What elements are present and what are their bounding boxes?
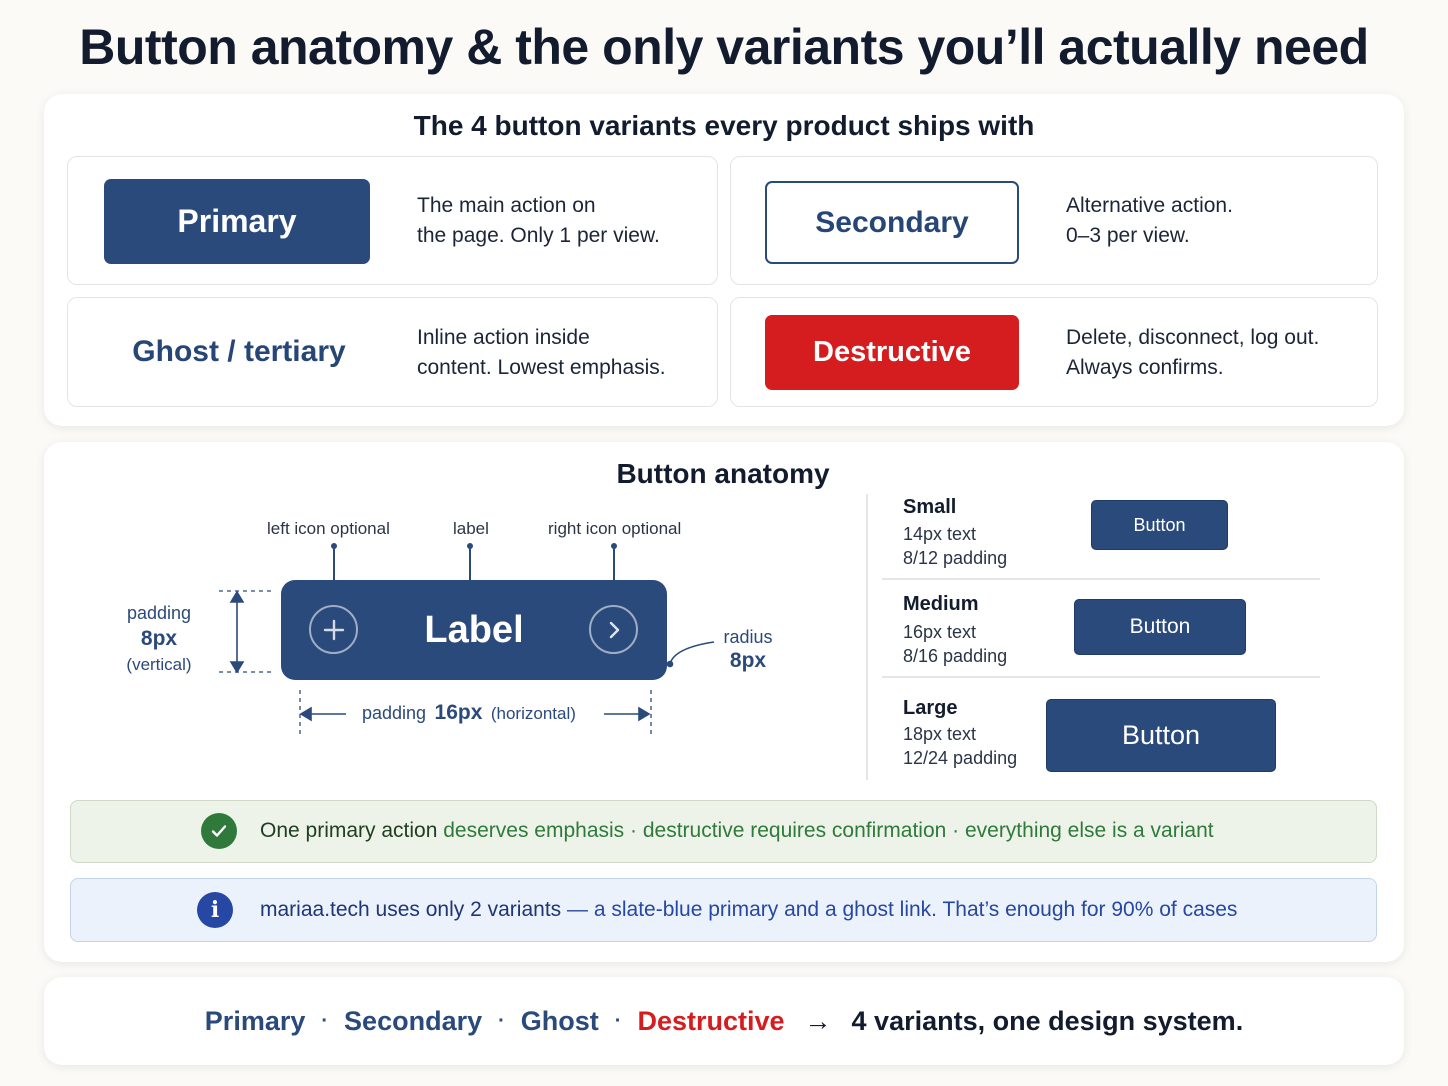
anatomy-heading: Button anatomy — [616, 458, 830, 489]
ghost-description: Inline action inside content. Lowest emp… — [417, 326, 666, 379]
footer-separator: · — [321, 1009, 329, 1032]
callout-left-icon: left icon optional — [267, 519, 390, 538]
callout-label: label — [453, 519, 489, 538]
info-icon: i — [197, 892, 233, 928]
anatomy-panel: Button anatomy left i — [44, 442, 1404, 962]
summary-line: Primary · Secondary · Ghost · Destructiv… — [44, 977, 1404, 1065]
padding-vertical-annotation: padding 8px (vertical) — [126, 603, 192, 674]
info-banner-text: mariaa.tech uses only 2 variants — a sla… — [260, 898, 1238, 921]
callout-right-icon: right icon optional — [548, 519, 682, 538]
variant-card-destructive: Destructive Delete, disconnect, log out.… — [730, 297, 1378, 407]
footer-separator: · — [498, 1009, 505, 1032]
rule-banner-text: One primary action deserves emphasis · d… — [260, 819, 1214, 842]
small-button[interactable]: Button — [1091, 500, 1228, 550]
size-small-details: 14px text 8/12 padding — [903, 524, 1008, 568]
footer-destructive: Destructive — [637, 1005, 785, 1036]
size-medium-name: Medium — [903, 593, 979, 615]
sizes-divider — [866, 494, 868, 780]
variant-card-primary: Primary The main action on the page. Onl… — [67, 156, 718, 285]
medium-button[interactable]: Button — [1074, 599, 1246, 655]
radius-annotation: radius 8px — [723, 627, 773, 672]
large-button[interactable]: Button — [1046, 699, 1276, 772]
chevron-right-icon — [589, 605, 638, 654]
size-small-name: Small — [903, 496, 957, 518]
footer-secondary: Secondary — [344, 1005, 483, 1036]
destructive-description: Delete, disconnect, log out. Always conf… — [1066, 326, 1320, 379]
anatomy-button: Label — [281, 580, 667, 680]
summary-panel: Primary · Secondary · Ghost · Destructiv… — [44, 977, 1404, 1065]
plus-icon — [309, 605, 358, 654]
anatomy-button-label: Label — [424, 608, 524, 651]
variant-card-secondary: Secondary Alternative action. 0–3 per vi… — [730, 156, 1378, 285]
variants-panel: The 4 button variants every product ship… — [44, 94, 1404, 426]
variants-heading: The 4 button variants every product ship… — [413, 110, 1035, 141]
variant-card-ghost: Ghost / tertiary Inline action inside co… — [67, 297, 718, 407]
padding-horizontal-annotation: padding 16px (horizontal) — [362, 701, 576, 724]
ghost-button[interactable]: Ghost / tertiary — [132, 335, 346, 368]
size-separator — [882, 578, 1320, 580]
secondary-button[interactable]: Secondary — [765, 181, 1019, 264]
check-circle-icon — [201, 813, 237, 849]
destructive-button[interactable]: Destructive — [765, 315, 1019, 390]
info-banner: i mariaa.tech uses only 2 variants — a s… — [70, 878, 1377, 942]
size-large-details: 18px text 12/24 padding — [903, 724, 1018, 768]
secondary-description: Alternative action. 0–3 per view. — [1066, 194, 1233, 247]
footer-primary: Primary — [204, 1005, 306, 1036]
size-large-name: Large — [903, 697, 958, 719]
rule-banner: One primary action deserves emphasis · d… — [70, 800, 1377, 863]
arrow-right-icon: → — [804, 1005, 832, 1036]
size-medium-details: 16px text 8/16 padding — [903, 622, 1008, 666]
size-separator — [882, 676, 1320, 678]
primary-button[interactable]: Primary — [104, 179, 370, 264]
primary-description: The main action on the page. Only 1 per … — [417, 194, 660, 247]
page-title: Button anatomy & the only variants you’l… — [79, 19, 1369, 75]
footer-separator: · — [614, 1009, 622, 1032]
footer-summary: 4 variants, one design system. — [851, 1005, 1244, 1036]
footer-ghost: Ghost — [520, 1005, 599, 1036]
